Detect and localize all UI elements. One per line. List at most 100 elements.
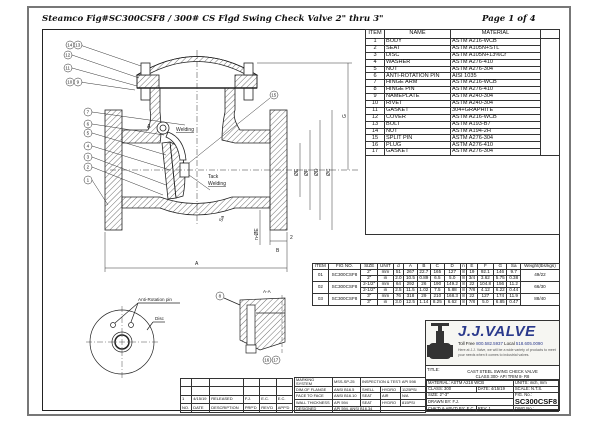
weight-cell: 49/22 [519,269,561,282]
dimension-cell: 0.47 [506,299,521,306]
spec-cell: DIM.OF FLANGE [294,385,333,394]
part-name: SPLIT PIN [384,134,451,143]
svg-text:10: 10 [67,80,73,85]
section-a-a-label: A-A [263,289,272,294]
part-name: NUT [384,65,451,74]
title-row: TITLE: CAST STEEL SWING CHECK VALVE CLAS… [426,366,559,380]
dim-sa-label: Sa [218,215,226,223]
part-item: 5 [365,65,385,74]
blank-cell [540,37,560,157]
revision-col-header: NO. [179,403,193,413]
balloon-7: 7 [83,107,93,117]
part-item: 14 [365,127,385,136]
size-field: SIZE: 2"-3" [426,391,514,400]
dim-2-label: 2 [290,235,293,241]
fig-no-value: SC300CSF8 [514,396,557,406]
balloon-8: 8 [215,291,225,301]
fig-no-cell: SC300CSF8 [327,281,362,294]
tack-welding-label: Welding [208,181,226,187]
revision-col-header: REV'D [259,403,277,413]
dimension-cell: 8.25 [430,299,445,306]
cover-flange-left [136,74,160,89]
dim-a-label: A [195,261,199,267]
revision-cell: 1 [179,394,193,405]
spec-cell: ANSI B16.10 [332,392,361,400]
revision-cell: F.J. [242,394,261,405]
company-name: J.J.VALVE [458,323,536,340]
gate-valve-logo-icon [427,323,453,359]
welding-label: Welding [176,127,194,133]
tack-label: Tack [208,174,219,180]
spec-cell: AIR [380,392,401,400]
spec-cell: MARKING SYSTEM [294,377,333,387]
spec-cell: ANSI B16.5 [332,385,361,394]
weight-cell: 66/30 [519,281,561,294]
title-line-2: CLASS 300- API TRIM 8- R8 [475,374,530,380]
hinge-arm [165,131,187,161]
svg-text:2: 2 [87,165,90,170]
dimension-cell: 5.0 [476,299,495,306]
part-material: ASTM A194-2H [450,127,541,136]
spec-cell: SEAT [360,392,381,400]
spec-cell [379,405,427,414]
spec-cell: MSS-SP-25 [332,377,361,387]
dimension-cell: 3.0 [392,299,405,306]
balloon-2: 2 [83,162,93,172]
title-line-1: CAST STEEL SWING CHECK VALVE [467,369,538,374]
svg-text:6: 6 [87,122,90,127]
dimension-cell: 7/8 [466,299,478,306]
dim-d-label: ØD [314,168,320,176]
svg-text:12: 12 [65,53,71,58]
spec-cell: HYDRO [380,385,401,394]
balloon-5: 5 [83,128,93,138]
svg-text:16: 16 [264,358,270,363]
outer-frame [27,6,571,416]
dimension-cell: 1.14 [416,299,432,306]
bolt-nut-bottom-left [140,87,151,101]
local-label: Local [504,341,515,346]
spec-cell: DESIGNED [294,405,333,414]
spec-cell: INSPECTION & TEST: API 598 [359,377,427,387]
body-upper-right [221,87,271,144]
title-block: J.J.VALVE Toll Free 800.582.5937 Local 5… [425,320,560,413]
svg-text:8: 8 [219,294,222,299]
title-label: TITLE: [427,367,440,372]
balloon-16: 16 [262,355,272,365]
checked-by-field: CHK'D & APV'D BY: E.C. [426,405,477,413]
balloon-10: 10 [65,77,75,87]
revision-cell: 4/15/19 [191,394,211,405]
revision-col-header: APP'D [275,403,294,413]
balloon-12: 12 [63,50,73,60]
part-name: GASKET [384,148,451,157]
spec-cell: HYDRO [380,399,401,407]
part-material: ASTM A276-304 [450,148,541,157]
spec-cell: WALL THICKNESS [294,399,333,407]
svg-text:7: 7 [87,110,90,115]
section-a-label: A [147,124,151,130]
dimension-cell: 3" [360,299,379,306]
balloon-17: 17 [271,355,281,365]
svg-text:3: 3 [87,155,90,160]
svg-text:9: 9 [77,80,80,85]
col-material: MATERIAL [450,29,541,39]
col-blank [540,29,560,39]
revision-cell: RELEASED [209,394,244,405]
spec-cell: 1125PSI [399,385,427,394]
centerlines [110,50,360,225]
rev-field: REV: 1 [475,405,514,413]
balloon-14: 14 [65,40,75,50]
svg-text:1: 1 [87,178,90,183]
dwg-no-field: DWG No.: [512,405,560,413]
part-balloons: 14 13 12 11 10 9 7 6 5 4 3 2 1 15 8 16 1… [63,40,281,365]
